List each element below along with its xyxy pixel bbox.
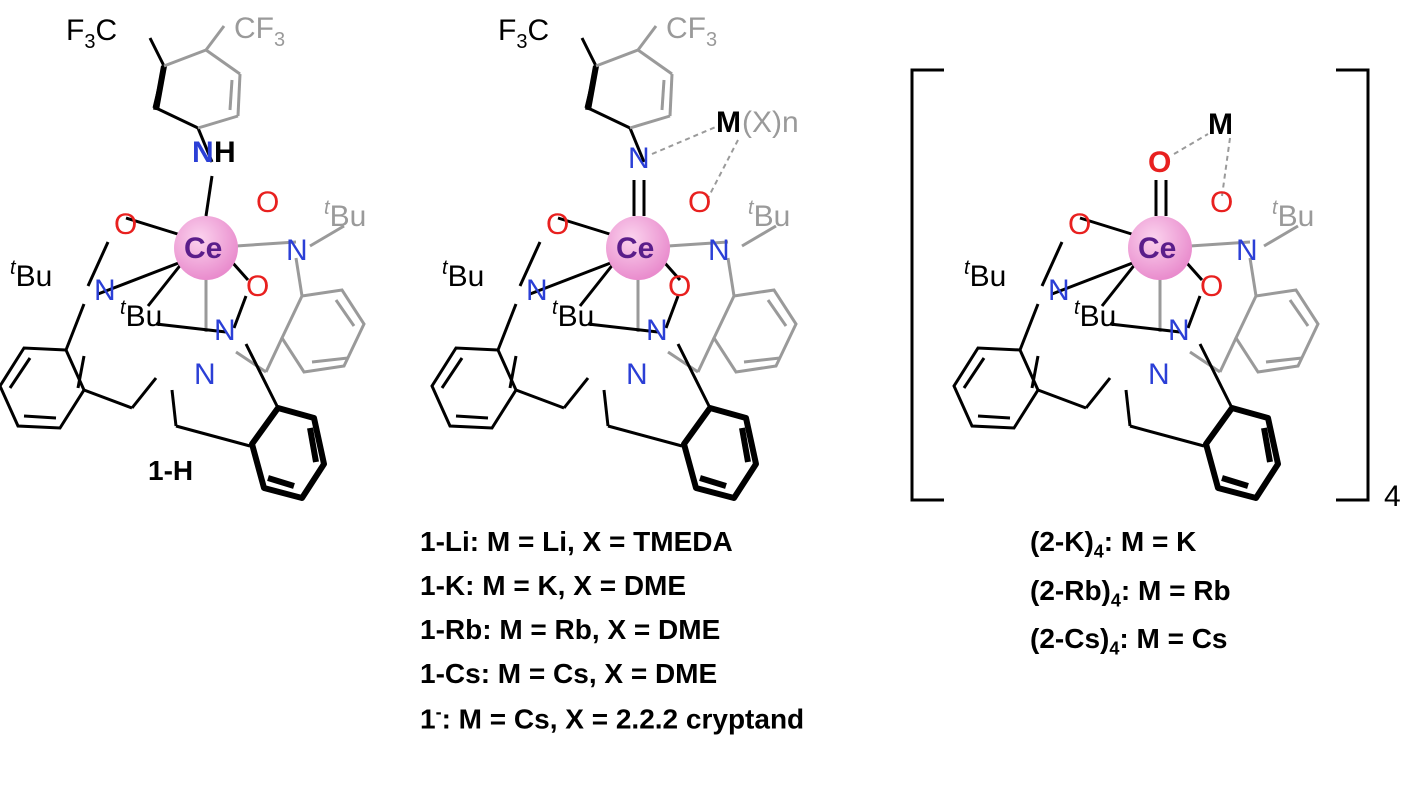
tbu-center-label: tBu <box>1074 297 1116 333</box>
tbu-left-label: tBu <box>10 257 52 293</box>
cerium-label: Ce <box>1138 232 1176 265</box>
nitrogen-left-label: N <box>94 274 116 307</box>
metal-m-label: M <box>1208 108 1233 141</box>
caption-1-H: 1-H <box>148 455 194 486</box>
nitrogen-right-label: N <box>286 234 308 267</box>
bracket-count-label: 4 <box>1384 480 1401 513</box>
nitrogen-center-label: N <box>1168 314 1190 347</box>
tbu-center-label: tBu <box>120 297 162 333</box>
oxygen-right-label: O <box>256 186 279 219</box>
cf3-right-label: CF3 <box>666 12 717 51</box>
caption-2-Cs: (2-Cs)4: M = Cs <box>1030 623 1228 659</box>
structure-1-M: Ce N M (X)n F3C CF3 O O O N N N N tBu tB… <box>432 12 799 498</box>
oxygen-left-label: O <box>114 208 137 241</box>
caption-1-Li: 1-Li: M = Li, X = TMEDA <box>420 526 733 557</box>
square-brackets <box>910 68 1370 502</box>
caption-2-Rb: (2-Rb)4: M = Rb <box>1030 574 1231 611</box>
imido-n-label: N <box>628 142 650 175</box>
caption-1-Rb: 1-Rb: M = Rb, X = DME <box>420 614 721 645</box>
nitrogen-center-label: N <box>646 314 668 347</box>
tbu-left-label: tBu <box>442 257 484 293</box>
oxo-o-label: O <box>1148 146 1171 179</box>
caption-1-Cs: 1-Cs: M = Cs, X = DME <box>420 658 718 689</box>
structure-2-M: Ce O M O O O N N N N tBu tBu tBu <box>954 108 1318 498</box>
metal-m-label: M <box>716 106 741 139</box>
cerium-label: Ce <box>616 232 654 265</box>
oxygen-left-label: O <box>1068 208 1091 241</box>
cerium-label: Ce <box>184 232 222 265</box>
cf3-left-label: F3C <box>66 14 117 53</box>
caption-1-K: 1-K: M = K, X = DME <box>420 570 687 601</box>
nitrogen-left-label: N <box>526 274 548 307</box>
nh-n-label: N <box>192 136 214 169</box>
caption-1-M-list: 1-Li: M = Li, X = TMEDA 1-K: M = K, X = … <box>420 526 804 735</box>
tbu-right-label: tBu <box>748 197 790 233</box>
cf3-left-label: F3C <box>498 14 549 53</box>
metal-xn-label: (X)n <box>742 106 799 139</box>
nitrogen-center-label: N <box>214 314 236 347</box>
nitrogen-bottom-label: N <box>1148 358 1170 391</box>
nitrogen-left-label: N <box>1048 274 1070 307</box>
tbu-center-label: tBu <box>552 297 594 333</box>
nitrogen-bottom-label: N <box>626 358 648 391</box>
oxygen-right-label: O <box>1210 186 1233 219</box>
oxygen-bottom-label: O <box>668 270 691 303</box>
oxygen-right-label: O <box>688 186 711 219</box>
nh-h-label: H <box>214 136 236 169</box>
nitrogen-bottom-label: N <box>194 358 216 391</box>
oxygen-bottom-label: O <box>1200 270 1223 303</box>
caption-2-M-list: (2-K)4: M = K (2-Rb)4: M = Rb (2-Cs)4: M… <box>1030 526 1231 660</box>
structure-1-H: Ce N H F3C CF3 O O O N N N N tBu tBu tBu <box>0 12 366 498</box>
caption-1-minus: 1-: M = Cs, X = 2.2.2 cryptand <box>420 702 805 735</box>
caption-2-K: (2-K)4: M = K <box>1030 526 1197 562</box>
nitrogen-right-label: N <box>1236 234 1258 267</box>
tbu-right-label: tBu <box>324 197 366 233</box>
tbu-left-label: tBu <box>964 257 1006 293</box>
cf3-right-label: CF3 <box>234 12 285 51</box>
oxygen-bottom-label: O <box>246 270 269 303</box>
tbu-right-label: tBu <box>1272 197 1314 233</box>
nitrogen-right-label: N <box>708 234 730 267</box>
oxygen-left-label: O <box>546 208 569 241</box>
